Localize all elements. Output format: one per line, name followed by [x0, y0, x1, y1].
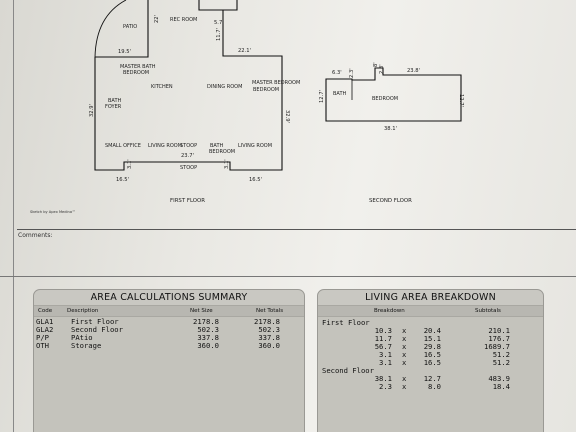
room-label: MASTER BEDROOM [252, 80, 300, 86]
room-label: REC ROOM [170, 17, 197, 23]
table-row: OTH Storage 360.0 360.0 [34, 341, 304, 350]
group-label: First Floor [322, 318, 370, 327]
dimension: 23.8' [407, 68, 420, 74]
dimension: 16.5' [249, 177, 262, 183]
cell-code: P/P [36, 333, 49, 342]
dimension: 23.7' [181, 153, 194, 159]
cell-description: First Floor [71, 317, 119, 326]
room-label: KITCHEN [151, 84, 173, 90]
dimension: 22.1' [238, 48, 251, 54]
dimension: 19.5' [118, 49, 131, 55]
cell-description: Second Floor [71, 325, 123, 334]
room-label: PATIO [123, 24, 137, 30]
dimension: 12.7' [458, 94, 464, 107]
section-divider [0, 276, 576, 277]
living-area-title: LIVING AREA BREAKDOWN [365, 292, 496, 303]
col-subtotals: Subtotals [475, 308, 501, 314]
cell-code: GLA2 [36, 325, 54, 334]
room-label: BEDROOM [123, 70, 149, 76]
table-row: 2.3 x 8.0 18.4 [379, 382, 510, 391]
room-label: STOOP [180, 165, 197, 171]
dimension: 22' [154, 15, 160, 23]
room-label: DINING ROOM [207, 84, 242, 90]
floor-plan-sketch: PATIO REC ROOM MASTER BATH BEDROOM KITCH… [30, 0, 464, 214]
cell-code: OTH [36, 341, 49, 350]
cell-code: GLA1 [36, 317, 54, 326]
area-summary-title: AREA CALCULATIONS SUMMARY [90, 292, 248, 303]
cell-net-size: 2178.8 [193, 317, 219, 326]
dimension: 16.5' [116, 177, 129, 183]
table-row: GLA1 First Floor 2178.8 2178.8 [34, 317, 304, 326]
dimension: 32.9' [284, 110, 290, 123]
col-net-totals: Net Totals [256, 308, 284, 314]
dimension: 5.7' [214, 20, 224, 26]
col-code: Code [38, 308, 53, 314]
cell-net-size: 360.0 [197, 341, 219, 350]
table-row: 38.1 x 12.7 483.9 [374, 374, 510, 383]
dimension: 32.9' [89, 104, 95, 117]
margin-rule [13, 0, 14, 432]
area-summary-rows: GLA1 First Floor 2178.8 2178.8 GLA2 Seco… [34, 317, 304, 350]
room-label: MASTER BATH [120, 64, 156, 70]
dimension: 3.1' [127, 159, 133, 169]
cell-description: Storage [71, 341, 102, 350]
table-row: P/P PAtio 337.8 337.8 [34, 333, 304, 342]
area-calculations-panel: AREA CALCULATIONS SUMMARY Code Descripti… [33, 289, 305, 432]
dimension: 38.1' [384, 126, 397, 132]
room-label: BEDROOM [209, 149, 235, 155]
comments-label: Comments: [18, 232, 53, 239]
living-area-header: Breakdown Subtotals [318, 305, 543, 317]
cell-net-totals: 502.3 [258, 325, 280, 334]
dimension: 6.3' [332, 70, 342, 76]
table-row: 3.1 x 16.5 51.2 [379, 358, 510, 367]
room-label: LIVING ROOM [238, 143, 272, 149]
table-row: 3.1 x 16.5 51.2 [379, 350, 510, 359]
table-row: 56.7 x 29.8 1689.7 [374, 342, 510, 351]
col-breakdown: Breakdown [374, 308, 405, 314]
first-floor-caption: FIRST FLOOR [170, 198, 205, 204]
room-label: BATH [210, 143, 224, 149]
second-floor-caption: SECOND FLOOR [369, 198, 412, 204]
cell-net-size: 337.8 [197, 333, 219, 342]
room-label: BEDROOM [253, 87, 279, 93]
room-label: LIVING ROOM [148, 143, 182, 149]
living-area-panel: LIVING AREA BREAKDOWN Breakdown Subtotal… [317, 289, 544, 432]
cell-net-totals: 360.0 [258, 341, 280, 350]
cell-net-size: 502.3 [197, 325, 219, 334]
room-label: BEDROOM [372, 96, 398, 102]
room-label: STOOP [180, 143, 197, 149]
dimension: 3.1' [224, 159, 230, 169]
dimension: 8' [373, 62, 379, 67]
room-label: BATH [108, 98, 122, 104]
living-area-rows: First Floor 10.3 x 20.4 210.1 11.7 x 15.… [318, 318, 543, 391]
table-row: GLA2 Second Floor 502.3 502.3 [34, 325, 304, 334]
area-summary-header: Code Description Net Size Net Totals [34, 305, 304, 317]
group-label: Second Floor [322, 366, 374, 375]
dimension: 2.3' [379, 64, 385, 74]
col-net-size: Net Size [190, 308, 213, 314]
table-row: 11.7 x 15.1 176.7 [374, 334, 510, 343]
room-label: BATH [333, 91, 347, 97]
cell-net-totals: 2178.8 [254, 317, 280, 326]
dimension: 2.3' [349, 68, 355, 78]
room-label: FOYER [105, 104, 122, 110]
col-description: Description [67, 308, 99, 314]
cell-description: PAtio [71, 333, 93, 342]
area-summary-body [34, 317, 304, 432]
room-label: SMALL OFFICE [105, 143, 141, 149]
comments-divider [17, 229, 576, 230]
living-area-body [318, 317, 543, 432]
table-row: 10.3 x 20.4 210.1 [374, 326, 510, 335]
dimension: 12.7' [319, 90, 325, 103]
sketch-credit: Sketch by Apex Medina™ [30, 210, 76, 214]
dimension: 11.7' [216, 28, 222, 41]
cell-net-totals: 337.8 [258, 333, 280, 342]
